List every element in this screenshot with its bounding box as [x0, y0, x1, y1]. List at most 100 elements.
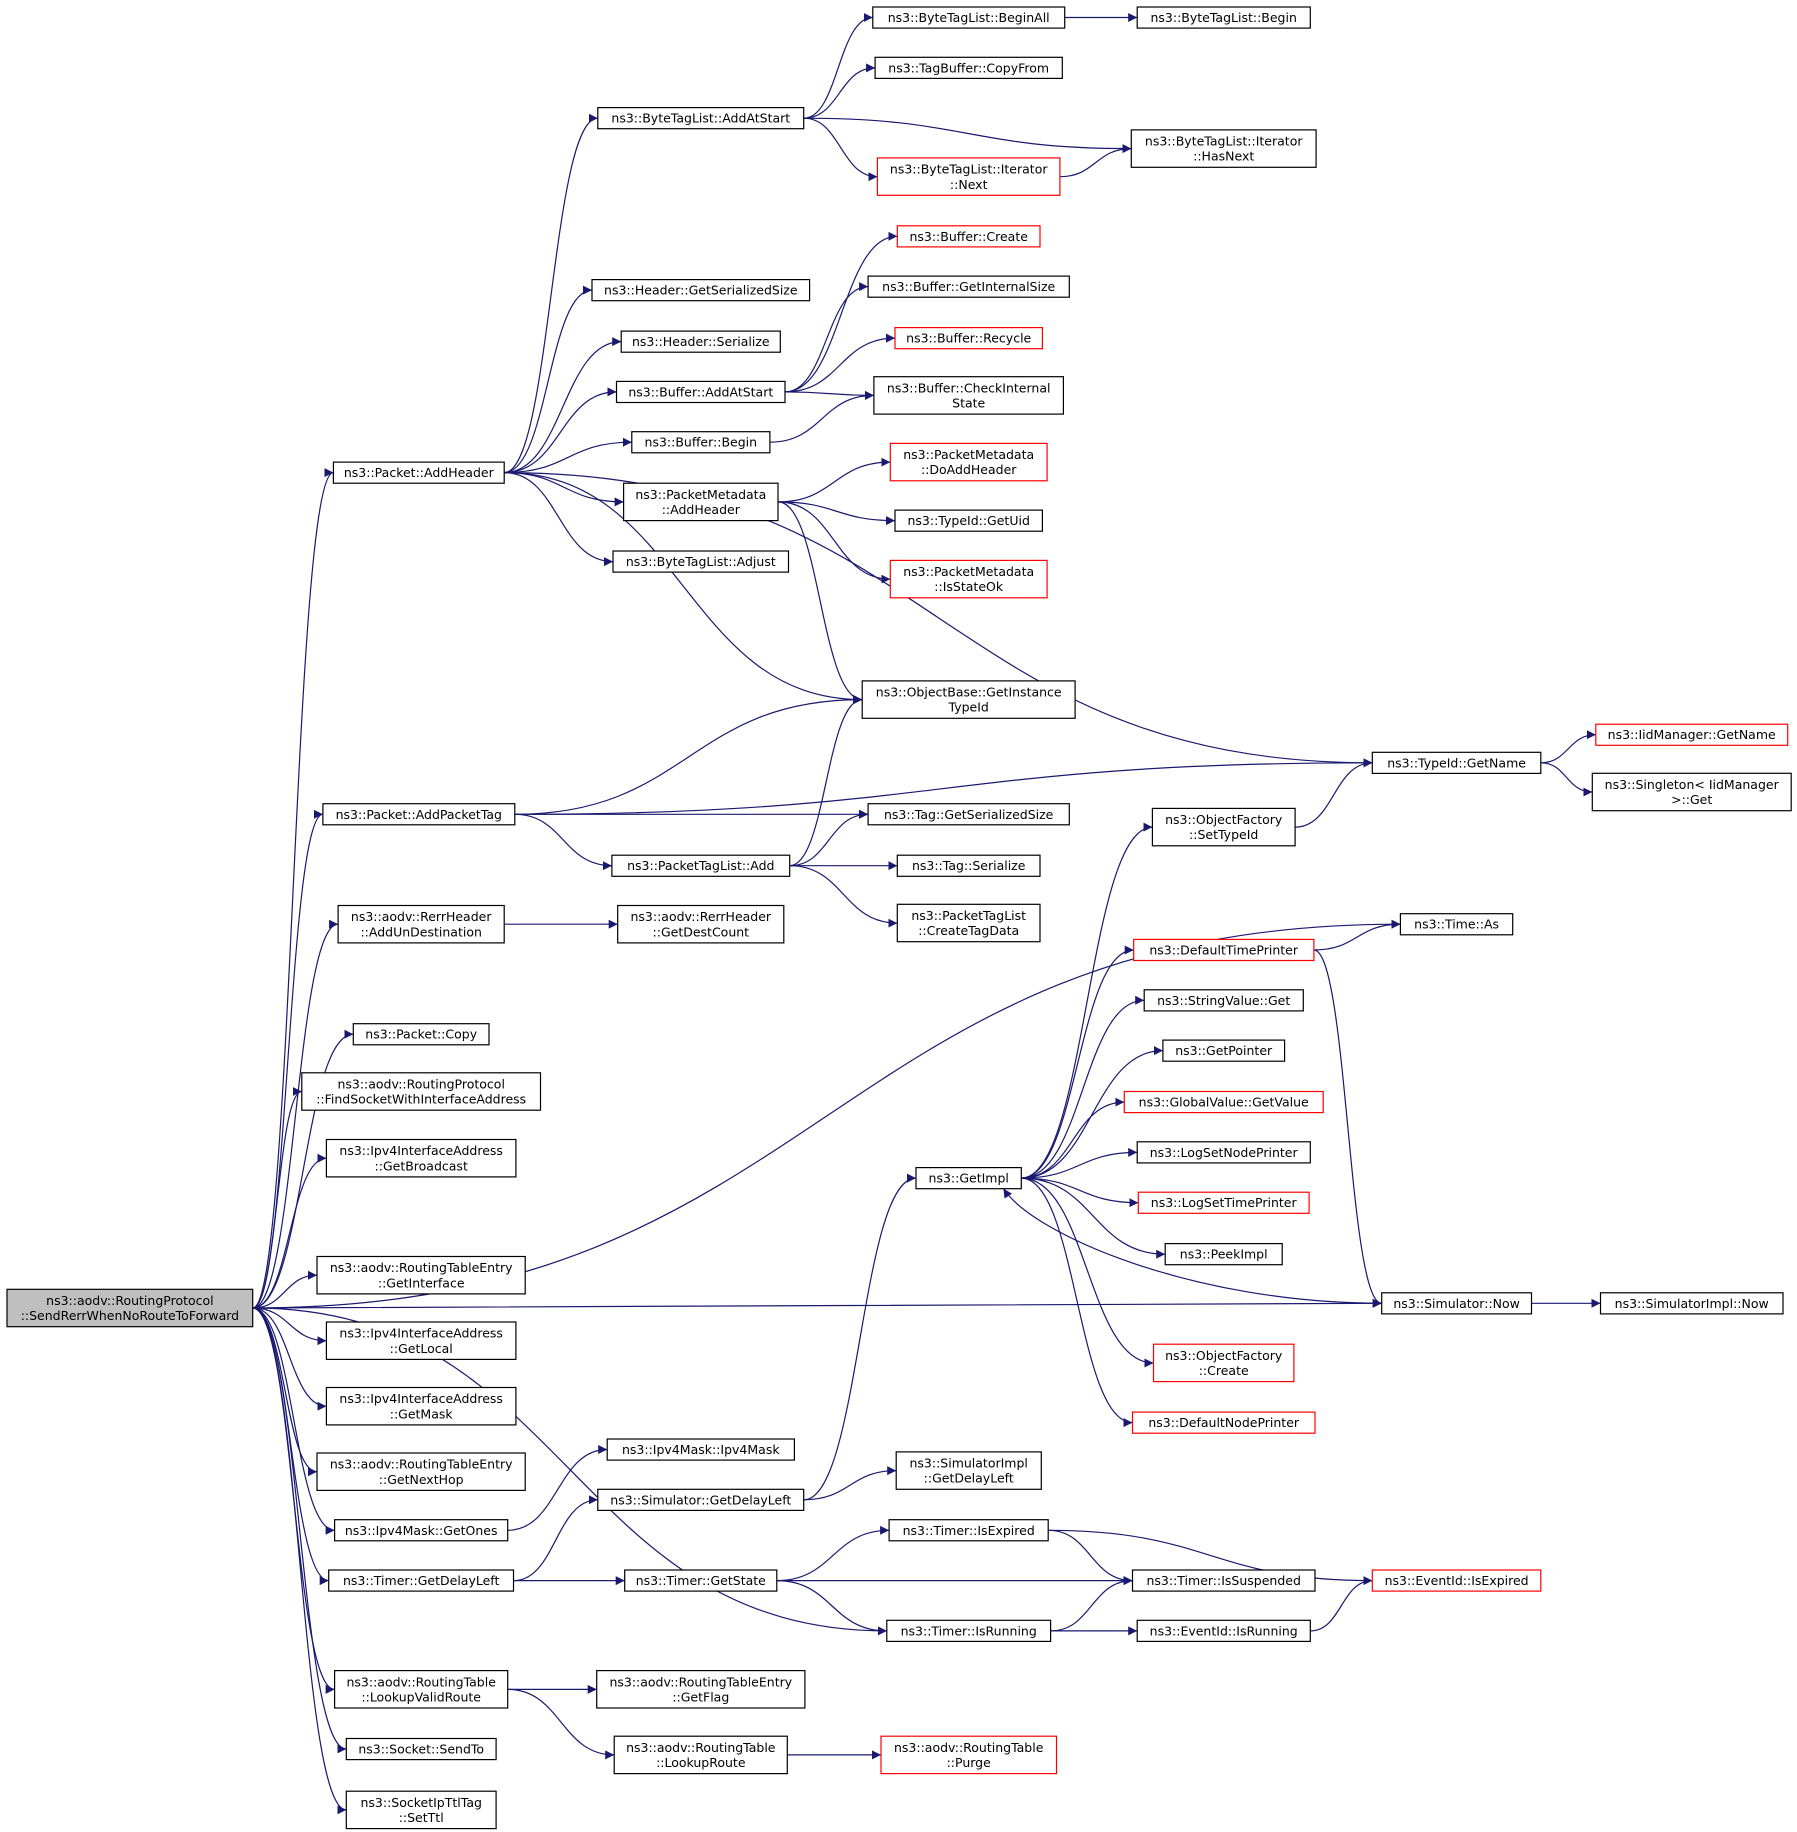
node-btl-adjust[interactable]: ns3::ByteTagList::Adjust: [612, 550, 790, 573]
node-label: ns3::TypeId::GetUid: [907, 513, 1029, 528]
node-box: [886, 1619, 1052, 1643]
edge-add-header-to-buf-begin: [504, 437, 632, 474]
node-copy[interactable]: ns3::Packet::Copy: [352, 1023, 490, 1046]
node-obj-fact-create[interactable]: ns3::ObjectFactory::Create: [1152, 1343, 1295, 1383]
node-ptl-create-tag-data[interactable]: ns3::PacketTagList::CreateTagData: [896, 903, 1041, 943]
node-find-socket[interactable]: ns3::aodv::RoutingProtocol::FindSocketWi…: [301, 1072, 542, 1111]
node-get-broadcast[interactable]: ns3::Ipv4InterfaceAddress::GetBroadcast: [325, 1138, 517, 1178]
node-header-get-size[interactable]: ns3::Header::GetSerializedSize: [591, 279, 811, 302]
edge-path: [513, 1495, 598, 1582]
node-get-impl[interactable]: ns3::GetImpl: [915, 1166, 1022, 1190]
node-get-local[interactable]: ns3::Ipv4InterfaceAddress::GetLocal: [325, 1321, 517, 1361]
edge-path: [252, 1307, 318, 1477]
node-tag-serialize[interactable]: ns3::Tag::Serialize: [896, 854, 1041, 877]
edge-path: [1295, 758, 1373, 828]
node-add-packet-tag[interactable]: ns3::Packet::AddPacketTag: [322, 803, 516, 826]
node-timer-get-delay-left[interactable]: ns3::Timer::GetDelayLeft: [328, 1569, 515, 1592]
node-buf-get-internal-size[interactable]: ns3::Buffer::GetInternalSize: [867, 275, 1070, 298]
node-sim-now[interactable]: ns3::Simulator::Now: [1381, 1292, 1533, 1315]
node-ptl-add[interactable]: ns3::PacketTagList::Add: [611, 854, 791, 877]
edge-add-header-to-header-get-size: [504, 285, 593, 474]
node-box: [615, 380, 786, 404]
node-sim-impl-now[interactable]: ns3::SimulatorImpl::Now: [1599, 1292, 1784, 1315]
node-get-next-hop[interactable]: ns3::aodv::RoutingTableEntry::GetNextHop: [316, 1452, 526, 1492]
node-timer-is-suspended[interactable]: ns3::Timer::IsSuspended: [1131, 1569, 1316, 1592]
node-string-value-get[interactable]: ns3::StringValue::Get: [1143, 989, 1304, 1012]
node-tag-get-size[interactable]: ns3::Tag::GetSerializedSize: [867, 803, 1070, 826]
node-pm-is-state-ok[interactable]: ns3::PacketMetadata::IsStateOk: [889, 559, 1048, 599]
node-log-set-time-printer[interactable]: ns3::LogSetTimePrinter: [1137, 1191, 1310, 1214]
node-box: [316, 1255, 526, 1295]
node-rt-lookup-route[interactable]: ns3::aodv::RoutingTable::LookupRoute: [613, 1735, 788, 1775]
node-obj-fact-set-type-id[interactable]: ns3::ObjectFactory::SetTypeId: [1151, 807, 1296, 847]
node-iid-mgr-get-name[interactable]: ns3::IidManager::GetName: [1595, 723, 1789, 746]
node-btl-add-at-start[interactable]: ns3::ByteTagList::AddAtStart: [597, 106, 805, 130]
edge-add-packet-tag-to-type-id-get-name: [514, 758, 1373, 815]
node-peek-impl[interactable]: ns3::PeekImpl: [1164, 1242, 1283, 1266]
node-btl-begin[interactable]: ns3::ByteTagList::Begin: [1136, 6, 1311, 29]
node-time-as[interactable]: ns3::Time::As: [1399, 913, 1514, 936]
node-label: ::GetNextHop: [379, 1472, 464, 1487]
node-label: ns3::SocketIpTtlTag: [360, 1795, 481, 1810]
node-box: [334, 1669, 509, 1709]
node-type-id-get-uid[interactable]: ns3::TypeId::GetUid: [894, 509, 1043, 532]
node-btl-begin-all[interactable]: ns3::ByteTagList::BeginAll: [872, 6, 1066, 29]
node-timer-is-expired[interactable]: ns3::Timer::IsExpired: [888, 1519, 1049, 1542]
node-box: [867, 275, 1070, 298]
node-pm-add-header[interactable]: ns3::PacketMetadata::AddHeader: [622, 482, 779, 522]
node-sim-get-delay-left[interactable]: ns3::Simulator::GetDelayLeft: [597, 1488, 805, 1512]
node-get-interface[interactable]: ns3::aodv::RoutingTableEntry::GetInterfa…: [316, 1255, 526, 1295]
node-buf-add-at-start[interactable]: ns3::Buffer::AddAtStart: [615, 380, 786, 404]
edge-get-impl-to-get-pointer: [1021, 1046, 1163, 1179]
node-rerr-get-dest-count[interactable]: ns3::aodv::RerrHeader::GetDestCount: [617, 904, 785, 944]
node-box: [328, 1569, 515, 1592]
node-get-pointer[interactable]: ns3::GetPointer: [1162, 1039, 1286, 1062]
node-btl-iter-has-next[interactable]: ns3::ByteTagList::Iterator::HasNext: [1130, 129, 1317, 168]
edge-path: [252, 1307, 327, 1411]
node-label: TypeId: [948, 700, 989, 715]
node-event-id-is-expired[interactable]: ns3::EventId::IsExpired: [1371, 1569, 1542, 1592]
node-timer-is-running[interactable]: ns3::Timer::IsRunning: [886, 1619, 1052, 1643]
node-type-id-get-name[interactable]: ns3::TypeId::GetName: [1371, 751, 1542, 774]
node-header-serialize[interactable]: ns3::Header::Serialize: [620, 330, 781, 353]
node-default-node-printer[interactable]: ns3::DefaultNodePrinter: [1131, 1411, 1316, 1434]
node-get-ones[interactable]: ns3::Ipv4Mask::GetOnes: [334, 1519, 509, 1542]
node-get-mask[interactable]: ns3::Ipv4InterfaceAddress::GetMask: [325, 1386, 517, 1426]
edge-root-to-get-next-hop: [252, 1307, 318, 1477]
node-label: ::GetMask: [390, 1406, 454, 1421]
node-label: ns3::Ipv4InterfaceAddress: [339, 1391, 503, 1406]
node-send-to[interactable]: ns3::Socket::SendTo: [345, 1737, 497, 1761]
node-add-un-dest[interactable]: ns3::aodv::RerrHeader::AddUnDestination: [337, 904, 505, 944]
node-timer-get-state[interactable]: ns3::Timer::GetState: [624, 1569, 778, 1592]
edge-get-ones-to-ipv4-mask: [507, 1445, 608, 1531]
node-global-value-get-value[interactable]: ns3::GlobalValue::GetValue: [1123, 1090, 1324, 1114]
node-box: [1137, 1191, 1310, 1214]
node-btl-iter-next[interactable]: ns3::ByteTagList::Iterator::Next: [876, 157, 1061, 196]
edge-get-impl-to-peek-impl: [1021, 1177, 1166, 1259]
node-rt-purge[interactable]: ns3::aodv::RoutingTable::Purge: [880, 1735, 1058, 1775]
edge-root-to-send-to: [252, 1307, 347, 1754]
node-root[interactable]: ns3::aodv::RoutingProtocol::SendRerrWhen…: [6, 1288, 254, 1328]
node-box: [620, 330, 781, 353]
node-lookup-valid-route[interactable]: ns3::aodv::RoutingTable::LookupValidRout…: [334, 1669, 509, 1709]
node-tag-buf-copy-from[interactable]: ns3::TagBuffer::CopyFrom: [874, 56, 1063, 79]
node-singleton-get[interactable]: ns3::Singleton< IidManager>::Get: [1591, 772, 1792, 812]
node-add-header[interactable]: ns3::Packet::AddHeader: [332, 461, 505, 484]
node-sim-impl-get-delay-left[interactable]: ns3::SimulatorImpl::GetDelayLeft: [895, 1451, 1042, 1490]
node-buf-create[interactable]: ns3::Buffer::Create: [896, 225, 1041, 248]
node-pm-do-add-header[interactable]: ns3::PacketMetadata::DoAddHeader: [889, 442, 1048, 482]
node-ipv4-mask[interactable]: ns3::Ipv4Mask::Ipv4Mask: [606, 1438, 796, 1461]
node-buf-begin[interactable]: ns3::Buffer::Begin: [631, 431, 771, 454]
node-buf-recycle[interactable]: ns3::Buffer::Recycle: [894, 327, 1043, 350]
edge-path: [777, 501, 891, 584]
node-log-set-node-printer[interactable]: ns3::LogSetNodePrinter: [1136, 1141, 1311, 1164]
node-rt-get-flag[interactable]: ns3::aodv::RoutingTableEntry::GetFlag: [596, 1669, 806, 1709]
node-set-ttl[interactable]: ns3::SocketIpTtlTag::SetTtl: [345, 1790, 497, 1830]
edge-buf-add-at-start-to-buf-check-internal: [784, 390, 874, 400]
node-default-time-printer[interactable]: ns3::DefaultTimePrinter: [1133, 938, 1315, 962]
edge-timer-get-state-to-timer-is-running: [776, 1580, 887, 1636]
node-event-id-is-running[interactable]: ns3::EventId::IsRunning: [1136, 1619, 1311, 1643]
node-box: [1131, 1411, 1316, 1434]
